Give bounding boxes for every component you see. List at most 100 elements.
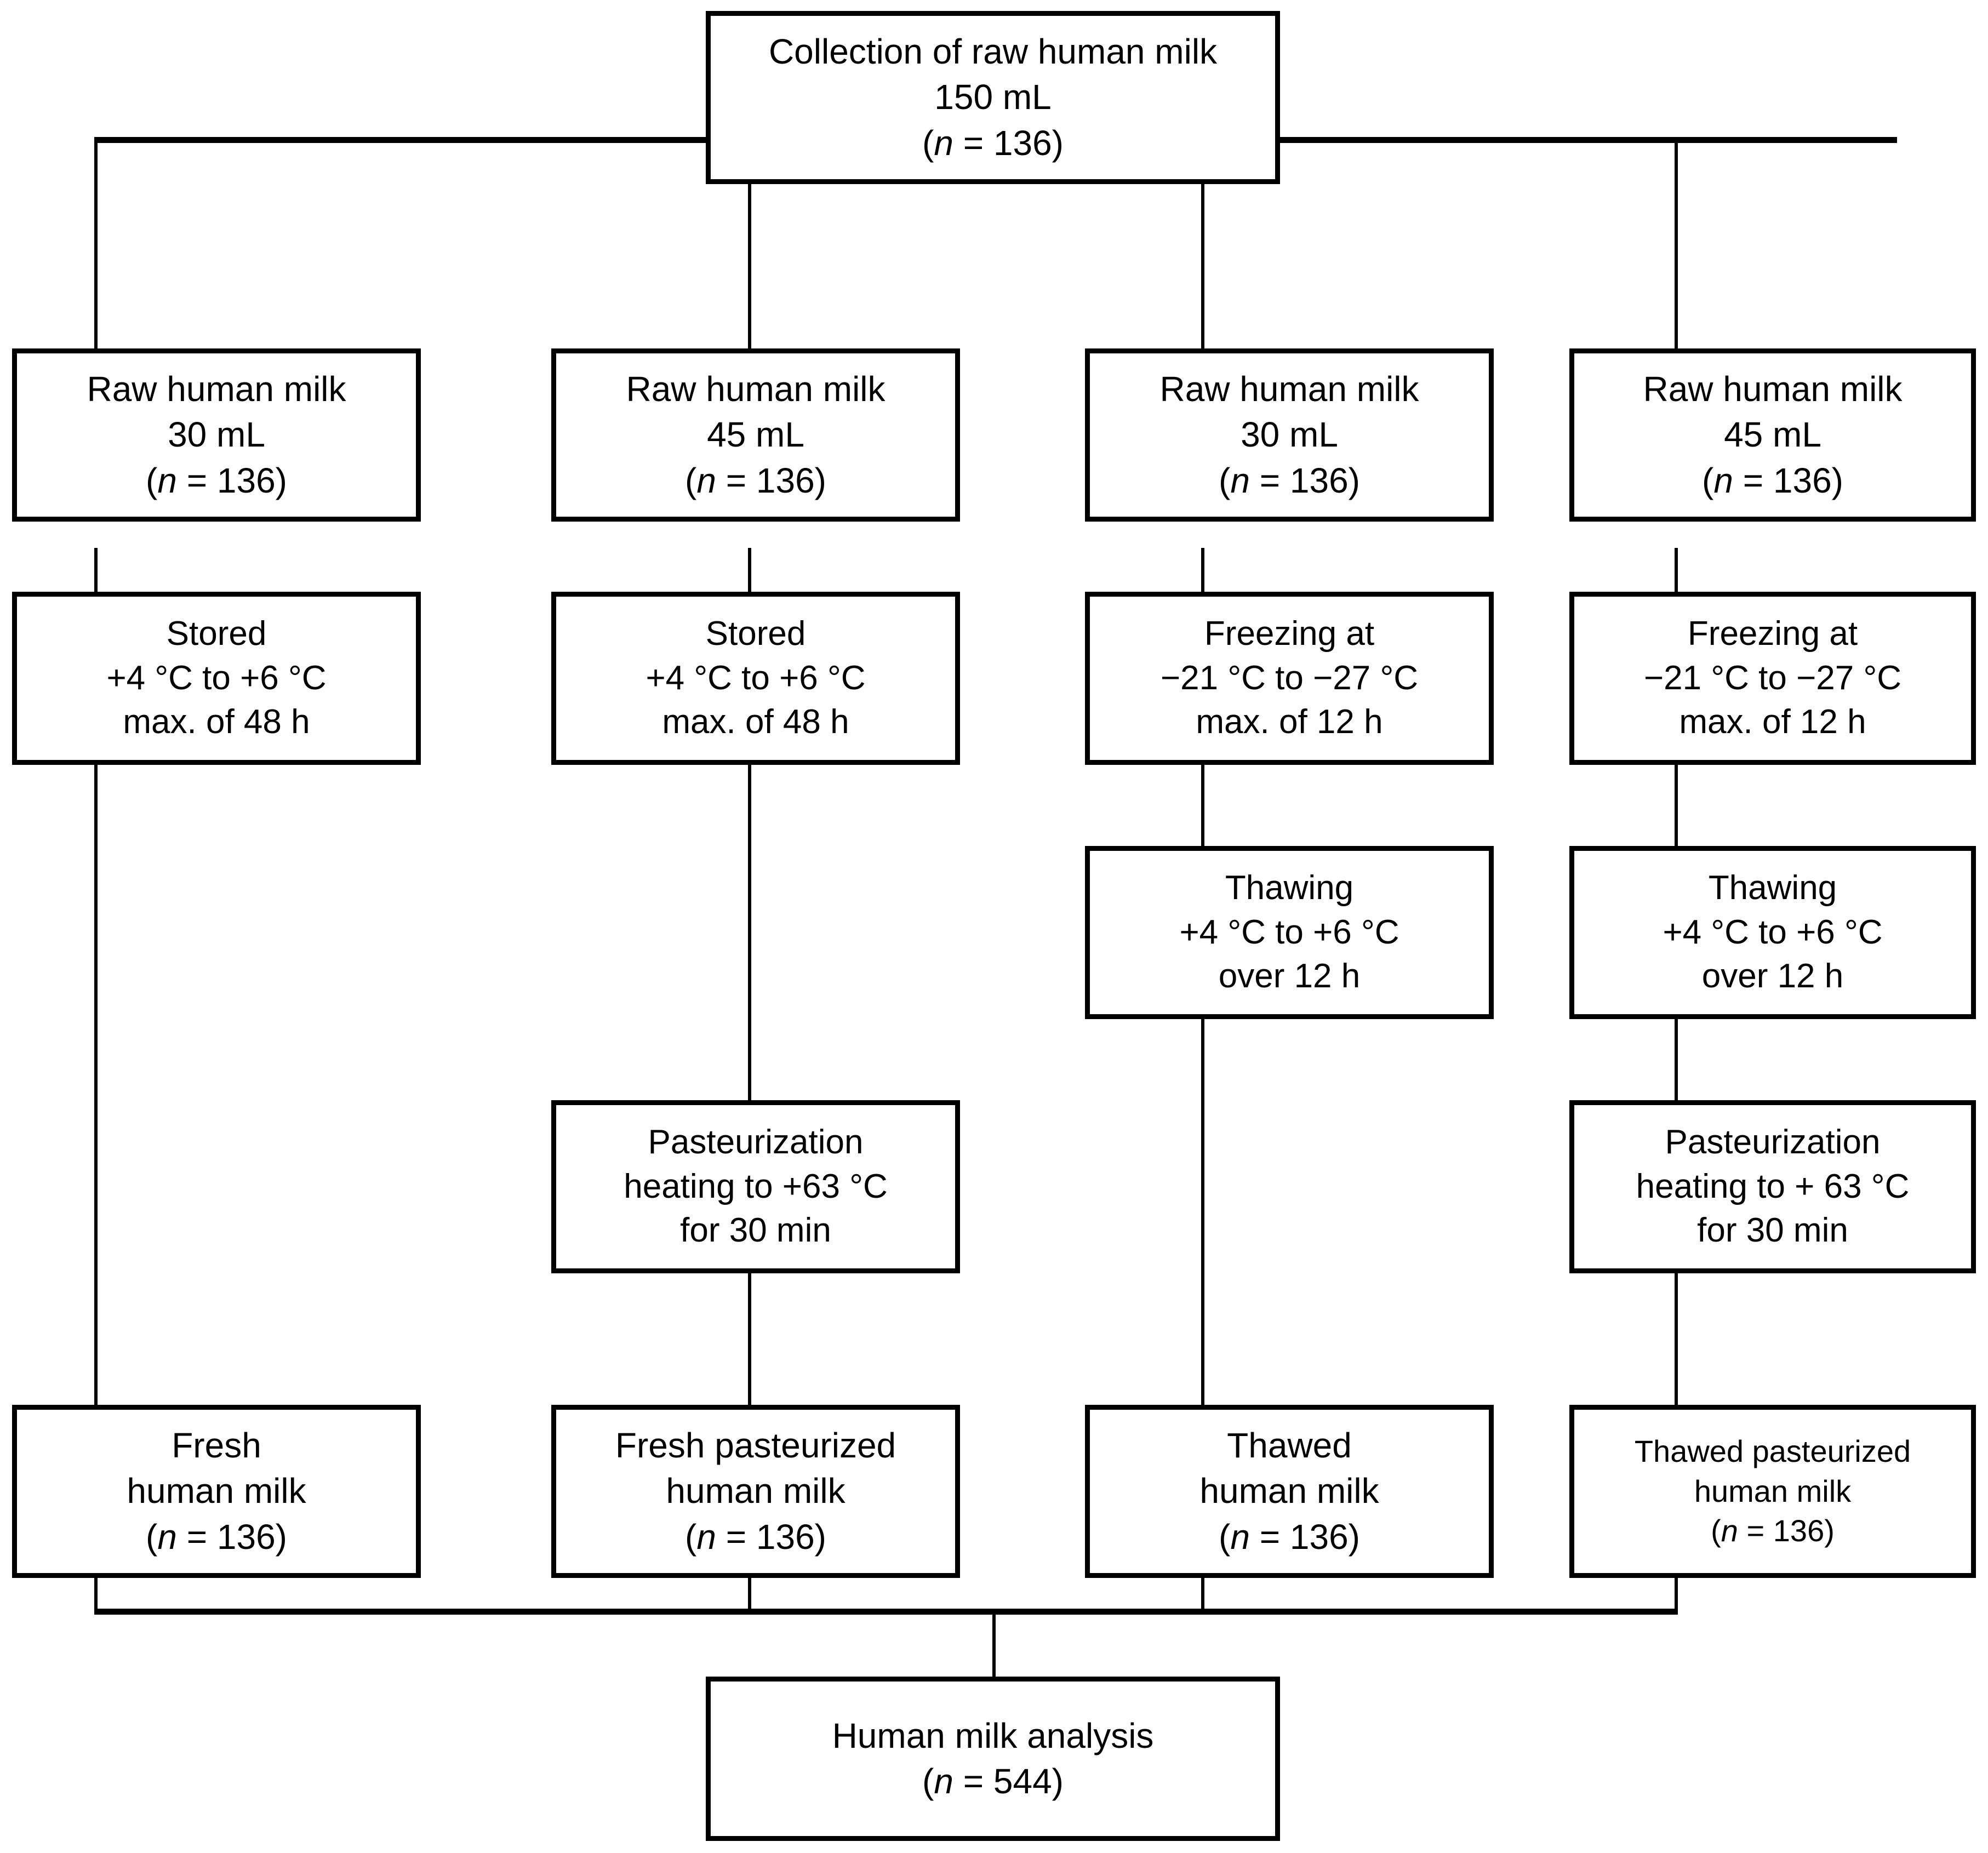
node-result-fresh-pasteurized-line-1: Fresh pasteurized (615, 1426, 896, 1466)
node-analysis[interactable]: Human milk analysis (n = 544) (706, 1677, 1280, 1841)
node-thawing-2-line-2: +4 °C to +6 °C (1663, 913, 1883, 951)
node-freezing-1[interactable]: Freezing at −21 °C to −27 °C max. of 12 … (1085, 592, 1494, 765)
paren-open: ( (1219, 1517, 1231, 1557)
connector-raw2-to-stored2 (748, 548, 751, 597)
node-raw-milk-1-sample-size: (n = 136) (146, 458, 287, 504)
n-symbol: n (1230, 460, 1250, 500)
node-thawing-1-line-1: Thawing (1225, 869, 1354, 907)
node-raw-milk-1-line-2: 30 mL (168, 415, 265, 455)
node-result-thawed-pasteurized[interactable]: Thawed pasteurized human milk (n = 136) (1569, 1405, 1976, 1578)
paren-open: ( (146, 1517, 158, 1557)
paren-open: ( (922, 123, 934, 163)
node-stored-2-line-3: max. of 48 h (662, 703, 849, 741)
node-raw-milk-2[interactable]: Raw human milk 45 mL (n = 136) (551, 348, 960, 522)
node-freezing-1-line-3: max. of 12 h (1196, 703, 1383, 741)
node-thawing-1-line-2: +4 °C to +6 °C (1179, 913, 1399, 951)
node-raw-milk-1-line-1: Raw human milk (87, 369, 346, 409)
node-result-fresh-line-1: Fresh (172, 1426, 261, 1466)
paren-open: ( (146, 460, 158, 500)
node-freezing-2[interactable]: Freezing at −21 °C to −27 °C max. of 12 … (1569, 592, 1976, 765)
node-raw-milk-4-line-1: Raw human milk (1643, 369, 1903, 409)
connector-bus-to-analysis (992, 1609, 996, 1685)
node-result-thawed-pasteurized-line-2: human milk (1694, 1473, 1852, 1508)
node-pasteurization-1[interactable]: Pasteurization heating to +63 °C for 30 … (551, 1100, 960, 1273)
connector-result2-down (748, 1578, 751, 1611)
n-symbol: n (157, 460, 177, 500)
connector-result1-down (94, 1578, 98, 1611)
n-value: = 136) (716, 1517, 826, 1557)
node-result-thawed-sample-size: (n = 136) (1219, 1514, 1360, 1560)
connector-result3-down (1201, 1578, 1204, 1611)
n-value: = 136) (716, 460, 826, 500)
node-result-fresh[interactable]: Fresh human milk (n = 136) (12, 1405, 421, 1578)
n-symbol: n (934, 123, 953, 163)
node-raw-milk-1[interactable]: Raw human milk 30 mL (n = 136) (12, 348, 421, 522)
node-raw-milk-2-line-2: 45 mL (707, 415, 804, 455)
n-value: = 136) (1738, 1513, 1835, 1548)
node-raw-milk-4-sample-size: (n = 136) (1702, 458, 1843, 504)
node-thawing-2-line-1: Thawing (1708, 869, 1837, 907)
node-pasteurization-1-line-3: for 30 min (680, 1211, 831, 1250)
node-thawing-1[interactable]: Thawing +4 °C to +6 °C over 12 h (1085, 846, 1494, 1019)
node-pasteurization-1-line-1: Pasteurization (648, 1123, 864, 1162)
n-symbol: n (1721, 1513, 1738, 1548)
node-thawing-2[interactable]: Thawing +4 °C to +6 °C over 12 h (1569, 846, 1976, 1019)
node-result-fresh-pasteurized[interactable]: Fresh pasteurized human milk (n = 136) (551, 1405, 960, 1578)
n-value: = 136) (176, 460, 287, 500)
node-analysis-line-1: Human milk analysis (832, 1715, 1154, 1755)
connector-pasteurization1-to-result2 (748, 1271, 751, 1408)
node-result-fresh-sample-size: (n = 136) (146, 1514, 287, 1560)
connector-freezing1-to-thawing1 (1201, 762, 1204, 849)
node-result-fresh-line-2: human milk (127, 1471, 306, 1511)
n-value: = 136) (176, 1517, 287, 1557)
node-stored-1-line-3: max. of 48 h (123, 703, 310, 741)
node-raw-milk-2-line-1: Raw human milk (626, 369, 886, 409)
node-raw-milk-3-line-2: 30 mL (1241, 415, 1338, 455)
node-raw-milk-4-line-2: 45 mL (1724, 415, 1821, 455)
connector-freezing2-to-thawing2 (1675, 762, 1678, 849)
node-thawing-1-line-3: over 12 h (1218, 957, 1361, 996)
n-value: = 544) (953, 1762, 1064, 1801)
node-freezing-2-line-3: max. of 12 h (1679, 703, 1866, 741)
connector-bus-to-raw2 (748, 137, 751, 377)
connector-thawing2-to-pasteurization2 (1675, 1019, 1678, 1107)
paren-open: ( (1219, 460, 1231, 500)
node-raw-milk-3-sample-size: (n = 136) (1219, 458, 1360, 504)
n-symbol: n (157, 1517, 177, 1557)
paren-open: ( (1711, 1513, 1721, 1548)
node-stored-1-line-2: +4 °C to +6 °C (106, 659, 327, 697)
node-pasteurization-2-line-2: heating to + 63 °C (1636, 1167, 1910, 1205)
n-value: = 136) (1249, 1517, 1360, 1557)
connector-raw1-to-stored1 (94, 548, 98, 597)
node-stored-2[interactable]: Stored +4 °C to +6 °C max. of 48 h (551, 592, 960, 765)
connector-bus-to-raw3 (1201, 137, 1204, 377)
node-freezing-1-line-2: −21 °C to −27 °C (1160, 659, 1419, 697)
n-symbol: n (696, 1517, 716, 1557)
node-raw-milk-2-sample-size: (n = 136) (685, 458, 826, 504)
node-collection-sample-size: (n = 136) (922, 121, 1064, 166)
connector-stored2-to-pasteurization1 (748, 762, 751, 1107)
n-symbol: n (696, 460, 716, 500)
node-pasteurization-2[interactable]: Pasteurization heating to + 63 °C for 30… (1569, 1100, 1976, 1273)
node-freezing-1-line-1: Freezing at (1204, 615, 1375, 653)
node-stored-1-line-1: Stored (166, 615, 267, 653)
node-stored-2-line-1: Stored (705, 615, 806, 653)
connector-bus-to-raw4 (1675, 137, 1678, 377)
paren-open: ( (685, 1517, 697, 1557)
node-freezing-2-line-1: Freezing at (1687, 615, 1858, 653)
node-raw-milk-3[interactable]: Raw human milk 30 mL (n = 136) (1085, 348, 1494, 522)
n-symbol: n (1713, 460, 1733, 500)
node-pasteurization-2-line-1: Pasteurization (1665, 1123, 1881, 1162)
node-thawing-2-line-3: over 12 h (1701, 957, 1844, 996)
merge-bus-bottom (94, 1609, 1678, 1615)
paren-open: ( (685, 460, 697, 500)
paren-open: ( (922, 1762, 934, 1801)
node-raw-milk-4[interactable]: Raw human milk 45 mL (n = 136) (1569, 348, 1976, 522)
n-value: = 136) (1733, 460, 1843, 500)
node-stored-1[interactable]: Stored +4 °C to +6 °C max. of 48 h (12, 592, 421, 765)
node-freezing-2-line-2: −21 °C to −27 °C (1643, 659, 1902, 697)
node-result-thawed[interactable]: Thawed human milk (n = 136) (1085, 1405, 1494, 1578)
node-collection[interactable]: Collection of raw human milk 150 mL (n =… (706, 11, 1280, 184)
connector-raw3-to-freezing1 (1201, 548, 1204, 597)
